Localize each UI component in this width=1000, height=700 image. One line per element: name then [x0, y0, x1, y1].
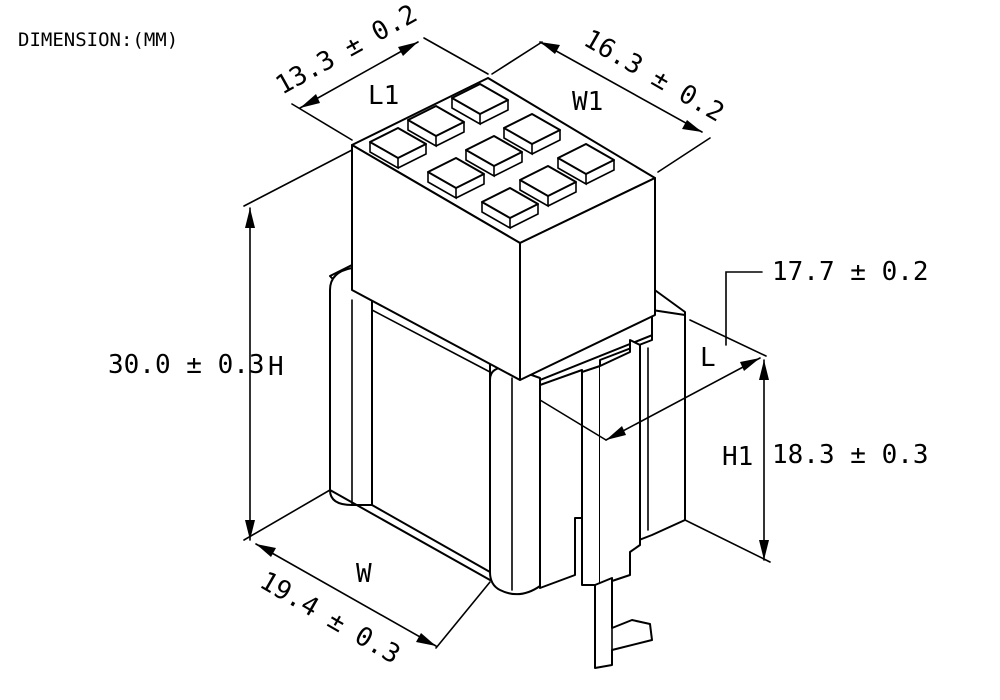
- dim-w1: [491, 41, 711, 173]
- dim-w1-symbol: W1: [572, 87, 603, 117]
- dim-w: [255, 543, 491, 649]
- dim-l1: [291, 37, 489, 141]
- dim-h-symbol: H: [268, 352, 284, 382]
- dim-l1-symbol: L1: [368, 81, 399, 111]
- dim-l-symbol: L: [700, 343, 716, 373]
- dim-h-value: 30.0 ± 0.3: [108, 350, 265, 380]
- dim-h: [243, 149, 353, 541]
- dim-w-symbol: W: [356, 559, 372, 589]
- dim-w-value: 19.4 ± 0.3: [255, 566, 406, 670]
- dim-l1-value: 13.3 ± 0.2: [271, 0, 422, 101]
- dim-l: [539, 271, 767, 441]
- dim-l-value: 17.7 ± 0.2: [772, 257, 929, 287]
- terminal-cavities: [369, 83, 615, 230]
- dimension-title: DIMENSION:(MM): [18, 29, 178, 51]
- dim-h1-value: 18.3 ± 0.3: [772, 440, 929, 470]
- dim-h1: [684, 359, 771, 563]
- dim-h1-symbol: H1: [722, 442, 753, 472]
